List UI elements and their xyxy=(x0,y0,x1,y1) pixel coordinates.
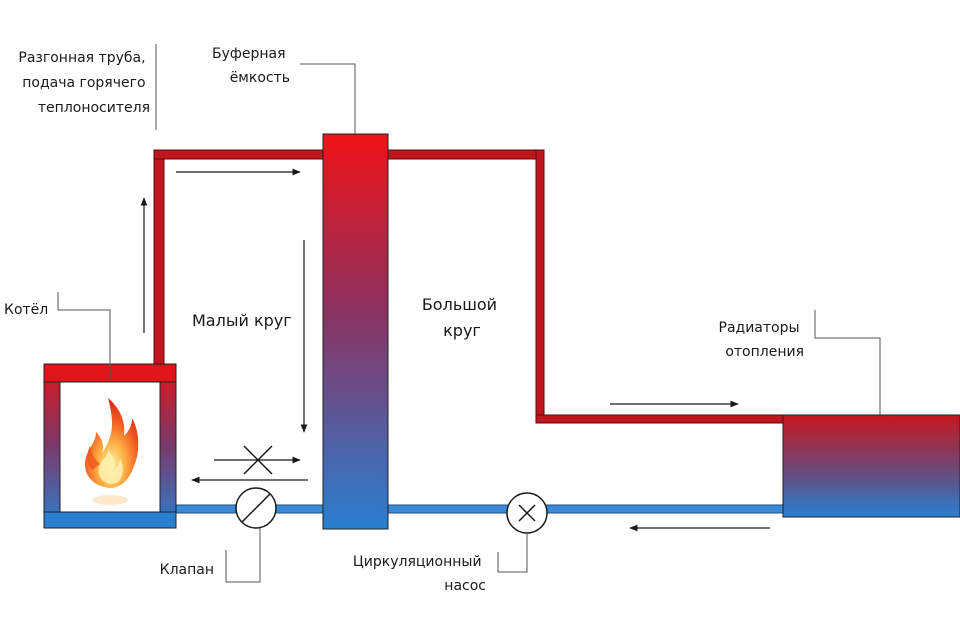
labels: Разгонная труба, подача горячего теплоно… xyxy=(4,46,804,594)
valve-icon xyxy=(235,487,277,529)
leader-lines xyxy=(57,44,881,583)
valve-label: Клапан xyxy=(160,562,214,578)
buffer-label: Буферная ёмкость xyxy=(212,46,290,86)
pump-icon xyxy=(506,492,548,534)
flame-icon xyxy=(84,398,139,505)
hot-pipe-down xyxy=(535,149,545,424)
flow-arrows xyxy=(140,168,770,532)
accel-pipe-vertical xyxy=(153,149,165,366)
boiler xyxy=(43,363,177,529)
cold-pipe-return xyxy=(387,504,785,514)
big-circuit-label: Большой круг xyxy=(422,295,502,340)
radiators-label: Радиаторы отопления xyxy=(719,320,805,360)
small-circuit-label: Малый круг xyxy=(192,311,292,330)
accel-pipe-label: Разгонная труба, подача горячего теплоно… xyxy=(18,50,150,116)
pump-label: Циркуляционный насос xyxy=(353,554,486,594)
hot-pipe-top xyxy=(387,149,545,160)
blocked-flow-cross xyxy=(243,445,273,475)
hot-pipe-to-radiators xyxy=(535,414,785,424)
boiler-label: Котёл xyxy=(4,302,48,318)
accel-pipe-horizontal xyxy=(153,149,325,160)
buffer-tank xyxy=(322,133,389,530)
radiators xyxy=(782,414,960,518)
